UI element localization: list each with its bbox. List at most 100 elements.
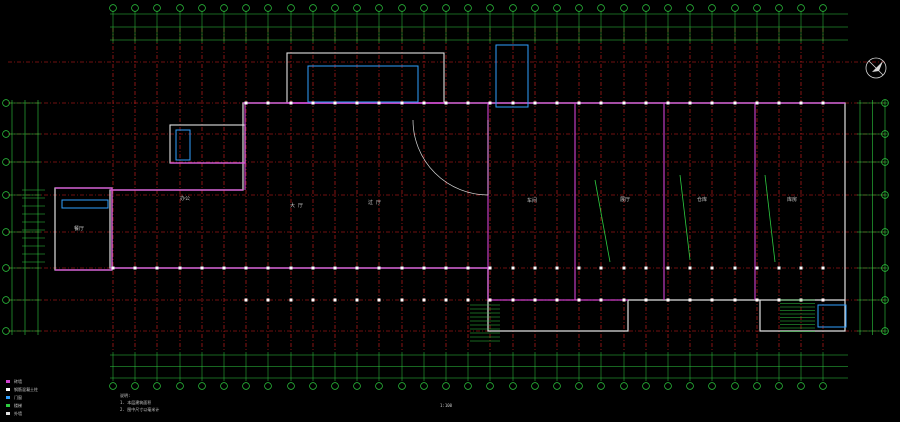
- axis-bubble-icon: [242, 382, 250, 390]
- axis-bubble-icon: [881, 296, 889, 304]
- axis-bubble-icon: [353, 382, 361, 390]
- legend-item-label: 钢筋混凝土柱: [14, 387, 38, 392]
- axis-bubble-icon: [420, 382, 428, 390]
- column: [155, 266, 159, 270]
- window-opening: [495, 44, 529, 108]
- axis-bubble-icon: [620, 4, 628, 12]
- axis-bubble-icon: [575, 382, 583, 390]
- axis-bubble-icon: [220, 4, 228, 12]
- north-arrow-icon: [865, 57, 887, 79]
- legend-swatch: [6, 388, 10, 391]
- column: [333, 266, 337, 270]
- column: [799, 101, 803, 105]
- column: [511, 101, 515, 105]
- axis-bubble-icon: [2, 264, 10, 272]
- room-label-showroom: 展厅: [620, 197, 631, 203]
- column: [289, 101, 293, 105]
- axis-bubble-icon: [287, 382, 295, 390]
- column: [644, 101, 648, 105]
- axis-bubble-icon: [131, 382, 139, 390]
- scale-label: 1:100: [440, 403, 453, 408]
- axis-bubble-icon: [797, 382, 805, 390]
- axis-bubble-icon: [242, 4, 250, 12]
- leader-line: [594, 179, 611, 263]
- column: [688, 266, 692, 270]
- column: [289, 266, 293, 270]
- column: [400, 101, 404, 105]
- column: [755, 101, 759, 105]
- axis-bubble-icon: [797, 4, 805, 12]
- column: [688, 298, 692, 302]
- column: [377, 266, 381, 270]
- axis-bubble-icon: [597, 4, 605, 12]
- axis-bubble-icon: [109, 4, 117, 12]
- column: [444, 101, 448, 105]
- partitions: [55, 44, 847, 328]
- axis-bubble-icon: [109, 382, 117, 390]
- column: [466, 266, 470, 270]
- axis-bubble-icon: [153, 4, 161, 12]
- column: [444, 266, 448, 270]
- column: [333, 101, 337, 105]
- column: [666, 266, 670, 270]
- window-opening: [175, 129, 191, 161]
- column: [133, 266, 137, 270]
- column: [311, 101, 315, 105]
- legend-item-label: 门窗: [14, 395, 22, 400]
- legend-item-label: 外墙: [14, 411, 22, 416]
- column: [777, 266, 781, 270]
- room-label-hall: 大 厅: [290, 203, 304, 209]
- room-label-office: 办公: [180, 196, 191, 202]
- wall-outlines: [54, 52, 846, 332]
- axis-bubble-icon: [2, 191, 10, 199]
- axis-bubble-icon: [331, 382, 339, 390]
- column: [488, 266, 492, 270]
- column: [200, 266, 204, 270]
- axis-bubble-icon: [264, 4, 272, 12]
- column: [488, 298, 492, 302]
- column: [266, 298, 270, 302]
- column: [666, 101, 670, 105]
- room-label-storeroom: 库房: [787, 197, 798, 203]
- axis-bubble-icon: [531, 382, 539, 390]
- column: [400, 266, 404, 270]
- column: [577, 266, 581, 270]
- column: [289, 298, 293, 302]
- column: [599, 101, 603, 105]
- column: [266, 101, 270, 105]
- stairs: [22, 189, 815, 342]
- column: [599, 298, 603, 302]
- note-line: 说明:: [120, 393, 131, 398]
- column: [222, 266, 226, 270]
- column: [244, 101, 248, 105]
- column: [178, 266, 182, 270]
- column: [355, 266, 359, 270]
- axis-bubble-icon: [664, 4, 672, 12]
- column: [244, 298, 248, 302]
- column: [777, 298, 781, 302]
- column: [577, 298, 581, 302]
- column: [311, 298, 315, 302]
- axis-bubble-icon: [553, 4, 561, 12]
- axis-bubble-icon: [176, 382, 184, 390]
- axis-bubble-icon: [486, 4, 494, 12]
- axis-bubble-icon: [2, 327, 10, 335]
- axis-bubble-icon: [353, 4, 361, 12]
- column: [666, 298, 670, 302]
- legend-swatch: [6, 396, 10, 399]
- column: [244, 266, 248, 270]
- column: [777, 101, 781, 105]
- column: [710, 101, 714, 105]
- axis-bubble-icon: [881, 228, 889, 236]
- axis-bubble-icon: [2, 158, 10, 166]
- axis-bubble-icon: [509, 4, 517, 12]
- axis-bubble-icon: [731, 4, 739, 12]
- column: [755, 298, 759, 302]
- axis-bubble-icon: [509, 382, 517, 390]
- axis-bubble-icon: [881, 191, 889, 199]
- axis-bubble-icon: [881, 130, 889, 138]
- axis-bubble-icon: [309, 382, 317, 390]
- axis-bubble-icon: [642, 4, 650, 12]
- axis-bubble-icon: [708, 382, 716, 390]
